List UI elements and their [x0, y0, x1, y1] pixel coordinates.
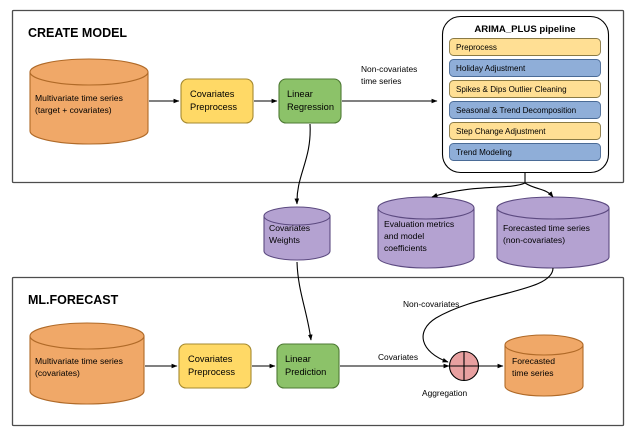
pipeline-step-0-label: Preprocess [456, 43, 497, 52]
covariates-preprocess-box-create: Covariates Preprocess [180, 78, 254, 124]
linear-prediction-line1: Linear [285, 354, 311, 364]
pipeline-step-0: Preprocess [449, 38, 601, 56]
pipeline-step-1-label: Holiday Adjustment [456, 64, 526, 73]
aggregation-node [448, 350, 480, 382]
linear-regression-line1: Linear [287, 89, 313, 99]
covariates-weights-cylinder: Covariates Weights [263, 206, 331, 261]
pipeline-step-5: Trend Modeling [449, 143, 601, 161]
pipeline-step-4-label: Step Change Adjustment [456, 127, 546, 136]
forecasted-noncovariates-line2: (non-covariates) [503, 235, 565, 245]
edge-noncovariates-to-aggregation [422, 267, 554, 363]
source-cylinder-create: Multivariate time series (target + covar… [29, 58, 149, 145]
pipeline-step-5-label: Trend Modeling [456, 148, 512, 157]
forecasted-output-cylinder: Forecasted time series [504, 334, 584, 397]
pipeline-step-4: Step Change Adjustment [449, 122, 601, 140]
edge-pipeline-to-evaluation-metrics [431, 182, 526, 198]
linear-regression-box: Linear Regression [278, 78, 342, 124]
covariates-weights-line1: Covariates [269, 223, 310, 233]
forecasted-output-line1: Forecasted [512, 356, 555, 366]
covariates-preprocess-create-line2: Preprocess [190, 102, 237, 112]
covariates-edge-label: Covariates [378, 352, 418, 362]
evaluation-metrics-line2: and model [384, 231, 424, 241]
linear-prediction-line2: Prediction [285, 367, 326, 377]
noncovariates-edge-label: Non-covariates [403, 299, 459, 309]
source-cylinder-create-line2: (target + covariates) [35, 105, 112, 115]
evaluation-metrics-line1: Evaluation metrics [384, 219, 454, 229]
noncovariates-timeseries-label-line2: time series [361, 76, 402, 86]
edge-regression-to-weights [294, 123, 311, 205]
source-cylinder-forecast-line2: (covariates) [35, 368, 80, 378]
arima-plus-pipeline-title: ARIMA_PLUS pipeline [474, 24, 575, 35]
edge-pipeline-to-forecasted-noncovariates [524, 182, 554, 198]
create-model-title: CREATE MODEL [28, 26, 127, 40]
source-cylinder-create-line1: Multivariate time series [35, 93, 123, 103]
pipeline-step-2-label: Spikes & Dips Outlier Cleaning [456, 85, 567, 94]
linear-prediction-box: Linear Prediction [276, 343, 340, 389]
source-cylinder-forecast-line1: Multivariate time series [35, 356, 123, 366]
covariates-weights-line2: Weights [269, 235, 300, 245]
evaluation-metrics-line3: coefficients [384, 243, 427, 253]
noncovariates-timeseries-label-line1: Non-covariates [361, 64, 417, 74]
pipeline-step-3: Seasonal & Trend Decomposition [449, 101, 601, 119]
covariates-preprocess-forecast-line1: Covariates [188, 354, 233, 364]
aggregation-label: Aggregation [422, 388, 468, 398]
source-cylinder-forecast: Multivariate time series (covariates) [29, 322, 145, 405]
ml-forecast-title: ML.FORECAST [28, 293, 119, 307]
pipeline-step-2: Spikes & Dips Outlier Cleaning [449, 80, 601, 98]
pipeline-step-3-label: Seasonal & Trend Decomposition [456, 106, 576, 115]
forecasted-noncovariates-cylinder: Forecasted time series (non-covariates) [496, 196, 610, 269]
covariates-preprocess-forecast-line2: Preprocess [188, 367, 235, 377]
forecasted-output-line2: time series [512, 368, 554, 378]
evaluation-metrics-cylinder: Evaluation metrics and model coefficient… [377, 196, 475, 269]
forecasted-noncovariates-line1: Forecasted time series [503, 223, 590, 233]
pipeline-step-1: Holiday Adjustment [449, 59, 601, 77]
covariates-preprocess-box-forecast: Covariates Preprocess [178, 343, 252, 389]
linear-regression-line2: Regression [287, 102, 334, 112]
covariates-preprocess-create-line1: Covariates [190, 89, 235, 99]
edge-weights-to-prediction [296, 261, 313, 341]
